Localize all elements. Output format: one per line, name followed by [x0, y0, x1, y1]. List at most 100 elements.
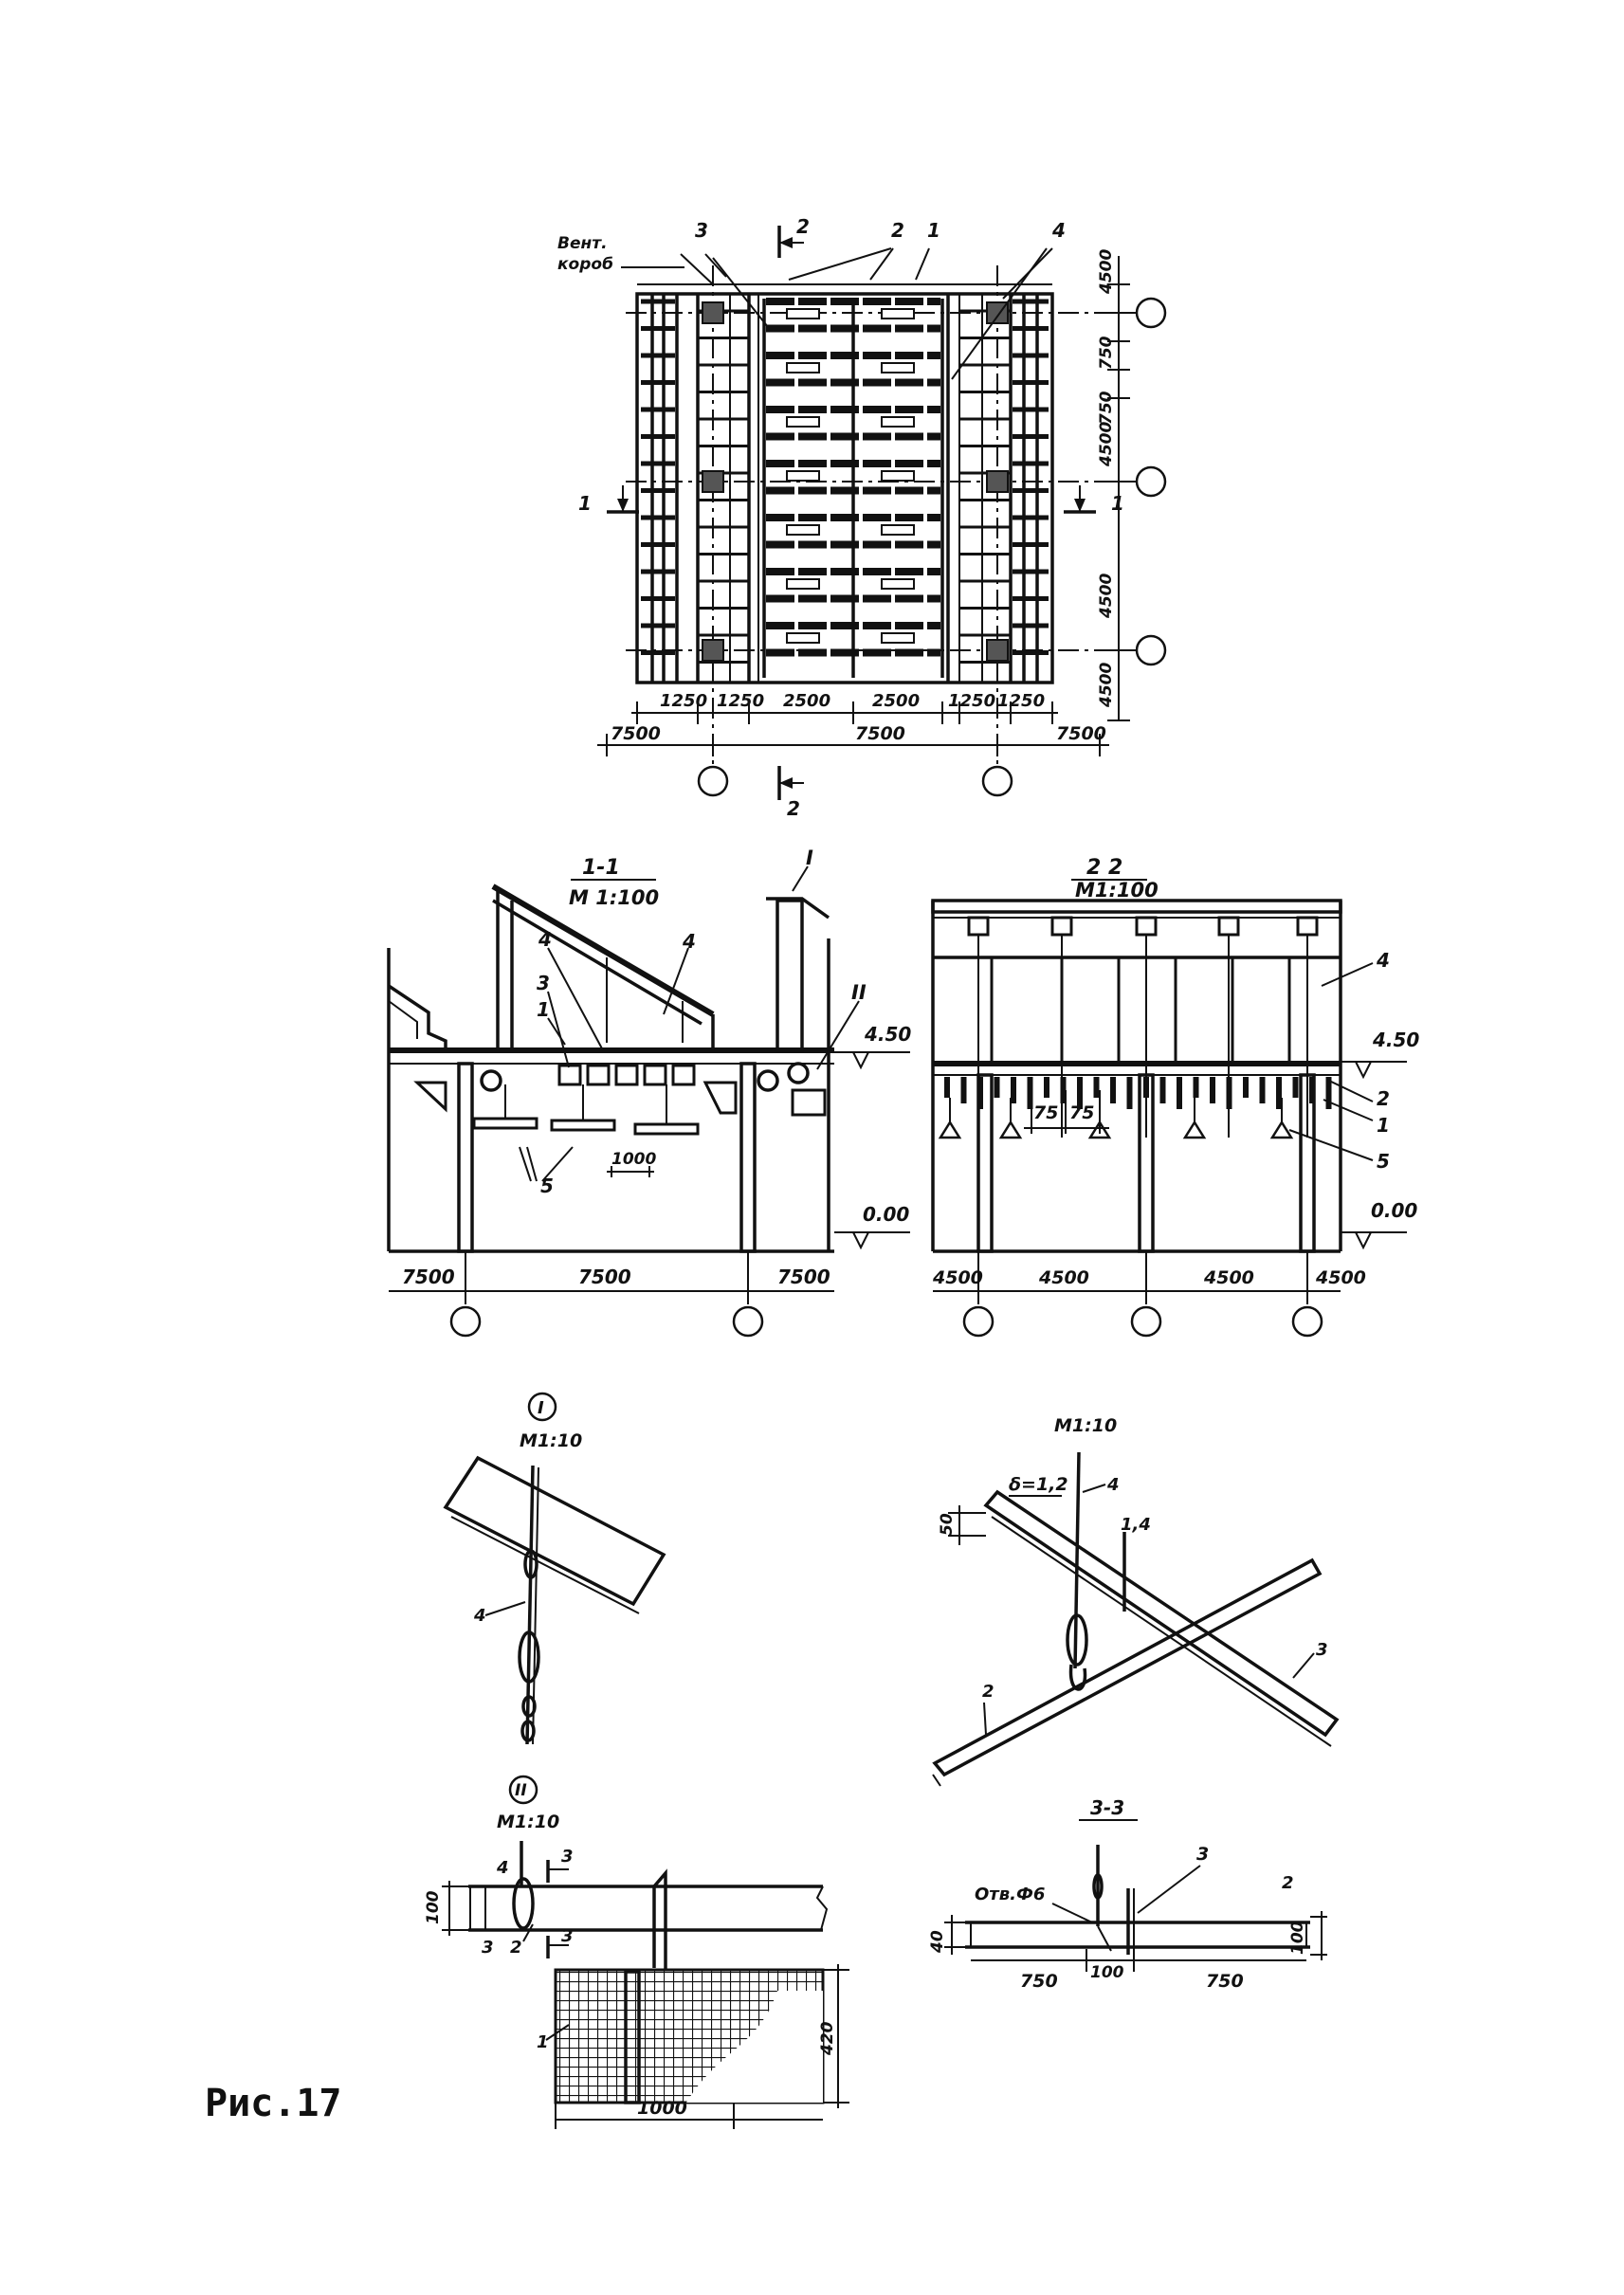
section-3-3: 3-3 3 2 Отв.Ф6 40 100 100 750 750 [928, 1796, 1327, 1992]
plan-column [986, 639, 1009, 662]
detail-II-pos-4: 4 [496, 1858, 509, 1878]
sec22-lamp [1269, 1120, 1294, 1139]
sec11-lamp [472, 1117, 538, 1130]
plan-outline [635, 292, 1054, 684]
detail-II: II М1:10 3 3 4 3 2 1 100 [424, 1775, 849, 2129]
sec22-span-1: 4500 [932, 1267, 983, 1288]
plan-light-panel [881, 524, 915, 536]
sec11-dim-1000: 1000 [611, 1150, 656, 1169]
sec22-hanger-clamp [1135, 916, 1158, 937]
sec22-pos-5: 5 [1377, 1150, 1390, 1173]
detail-II-pos-2: 2 [510, 1938, 522, 1958]
detail-II-dim-100: 100 [424, 1890, 443, 1924]
iso-hanger [1073, 1451, 1081, 1669]
sec22-hanger-clamp [1217, 916, 1240, 937]
sec22-column-1 [976, 1073, 994, 1253]
plan-pos-3: 3 [695, 219, 708, 242]
sec22-dim-75b: 75 [1069, 1102, 1094, 1123]
detail-I-mark-circle [527, 1392, 557, 1422]
plan-column [702, 301, 724, 324]
sec22-ceiling-slat [1210, 1077, 1215, 1103]
detail-II-pos-1: 1 [537, 2032, 549, 2052]
sec22-lamp [1182, 1120, 1207, 1139]
sec11-ceiling-panel [586, 1064, 611, 1086]
sec22-span-4: 4500 [1315, 1267, 1366, 1288]
plan-light-panel [881, 632, 915, 644]
iso-scale: М1:10 [1054, 1415, 1117, 1436]
sec33-dim-100: 100 [1090, 1963, 1124, 1982]
sec22-span-2: 4500 [1038, 1267, 1089, 1288]
sec22-ceiling-slat [1177, 1077, 1182, 1109]
sec11-column-right [739, 1062, 757, 1253]
plan-pos-4: 4 [1051, 219, 1066, 242]
plan-left-strip [650, 294, 759, 683]
svg-text:2: 2 [796, 215, 810, 238]
detail-II-mark-circle [508, 1775, 538, 1805]
plan-dim-ticks [606, 701, 1101, 756]
sec11-axis-bubble-2 [732, 1305, 764, 1338]
svg-text:2: 2 [787, 797, 800, 820]
sec11-ceiling-panels [413, 1064, 827, 1136]
plan-dim-2500b: 2500 [872, 691, 920, 711]
plan-rdim-4500c: 4500 [1097, 574, 1116, 619]
detail-I-mark: I [538, 1398, 544, 1418]
section-1-1: 1-1 М 1:100 [387, 847, 911, 1338]
plan-light-panel [786, 470, 820, 482]
sec11-node-II: II [851, 981, 867, 1004]
plan-label-vent-1: Вент. [557, 234, 608, 253]
iso-pos-2: 2 [982, 1682, 994, 1702]
plan-cut-1-right: 1 [1064, 485, 1124, 515]
sec11-ceiling-panel [671, 1064, 696, 1086]
sec22-elevation-top: 4.50 [1341, 1029, 1419, 1080]
sec22-axis-bubble-2 [1130, 1305, 1162, 1338]
sec22-lamps [938, 1098, 1294, 1139]
plan-dim-7500b: 7500 [855, 723, 905, 744]
iso-dim-50: 50 [938, 1513, 957, 1536]
sec22-roof [931, 899, 1342, 914]
sec22-ceiling-slat [1093, 1077, 1100, 1098]
sec22-ceiling-slat [1110, 1077, 1116, 1103]
svg-text:1: 1 [1111, 492, 1124, 515]
detail-I-hanger [525, 1465, 535, 1745]
svg-text:4.50: 4.50 [864, 1023, 911, 1046]
plan-axis-bubble-r1 [1135, 297, 1167, 329]
iso-hanger-loop [1066, 1613, 1088, 1667]
sec11-lamp [550, 1119, 616, 1132]
section-2-2: 2 2 М1:100 75 75 4 2 1 5 [931, 856, 1419, 1338]
sec33-dim-100-h: 100 [1288, 1921, 1307, 1955]
iso-rail-3 [983, 1489, 1340, 1738]
sec22-ceiling-slat [1159, 1077, 1166, 1103]
sec33-pos-3: 3 [1196, 1844, 1209, 1865]
sec22-lamp [998, 1120, 1023, 1139]
sec11-ceiling-panel [643, 1064, 667, 1086]
plan-pos-2: 2 [891, 219, 904, 242]
plan-cut-1-left: 1 [578, 485, 639, 515]
sec11-axis-bubble-1 [449, 1305, 482, 1338]
sec22-title: 2 2 [1086, 856, 1122, 880]
detail-II-mark: II [515, 1781, 527, 1800]
sec22-hanger-clamp [967, 916, 990, 937]
detail-II-cut-3-top: 3 [561, 1847, 574, 1867]
detail-I-scale: М1:10 [520, 1430, 582, 1451]
sec33-dim-750b: 750 [1206, 1971, 1244, 1992]
sec33-hole: Отв.Ф6 [975, 1885, 1045, 1904]
plan-right-dim-ticks [1107, 283, 1130, 721]
detail-I-loop-upper [523, 1549, 538, 1579]
sec22-ceiling-slat [1325, 1077, 1332, 1109]
plan-light-panel [786, 308, 820, 319]
plan-rdim-4500a: 4500 [1097, 249, 1116, 295]
detail-I-loop [518, 1630, 540, 1684]
sec11-pos-5: 5 [540, 1175, 554, 1197]
sec22-elevation-floor: 0.00 [1341, 1199, 1417, 1250]
detail-I-pos-4: 4 [473, 1606, 486, 1626]
plan-dim-7500c: 7500 [1056, 723, 1106, 744]
sec22-ceiling-panels [944, 1077, 1332, 1109]
sec22-lamp [938, 1120, 962, 1139]
detail-II-dim-420: 420 [818, 2021, 837, 2056]
ceiling-plan: Вент. короб 3 2 1 4 2 2 1 [557, 215, 1167, 820]
sec11-pos-3: 3 [537, 972, 550, 994]
sec11-node-I: I [806, 847, 813, 869]
sec33-title: 3-3 [1090, 1796, 1124, 1819]
iso-thickness: δ=1,2 [1009, 1474, 1068, 1495]
